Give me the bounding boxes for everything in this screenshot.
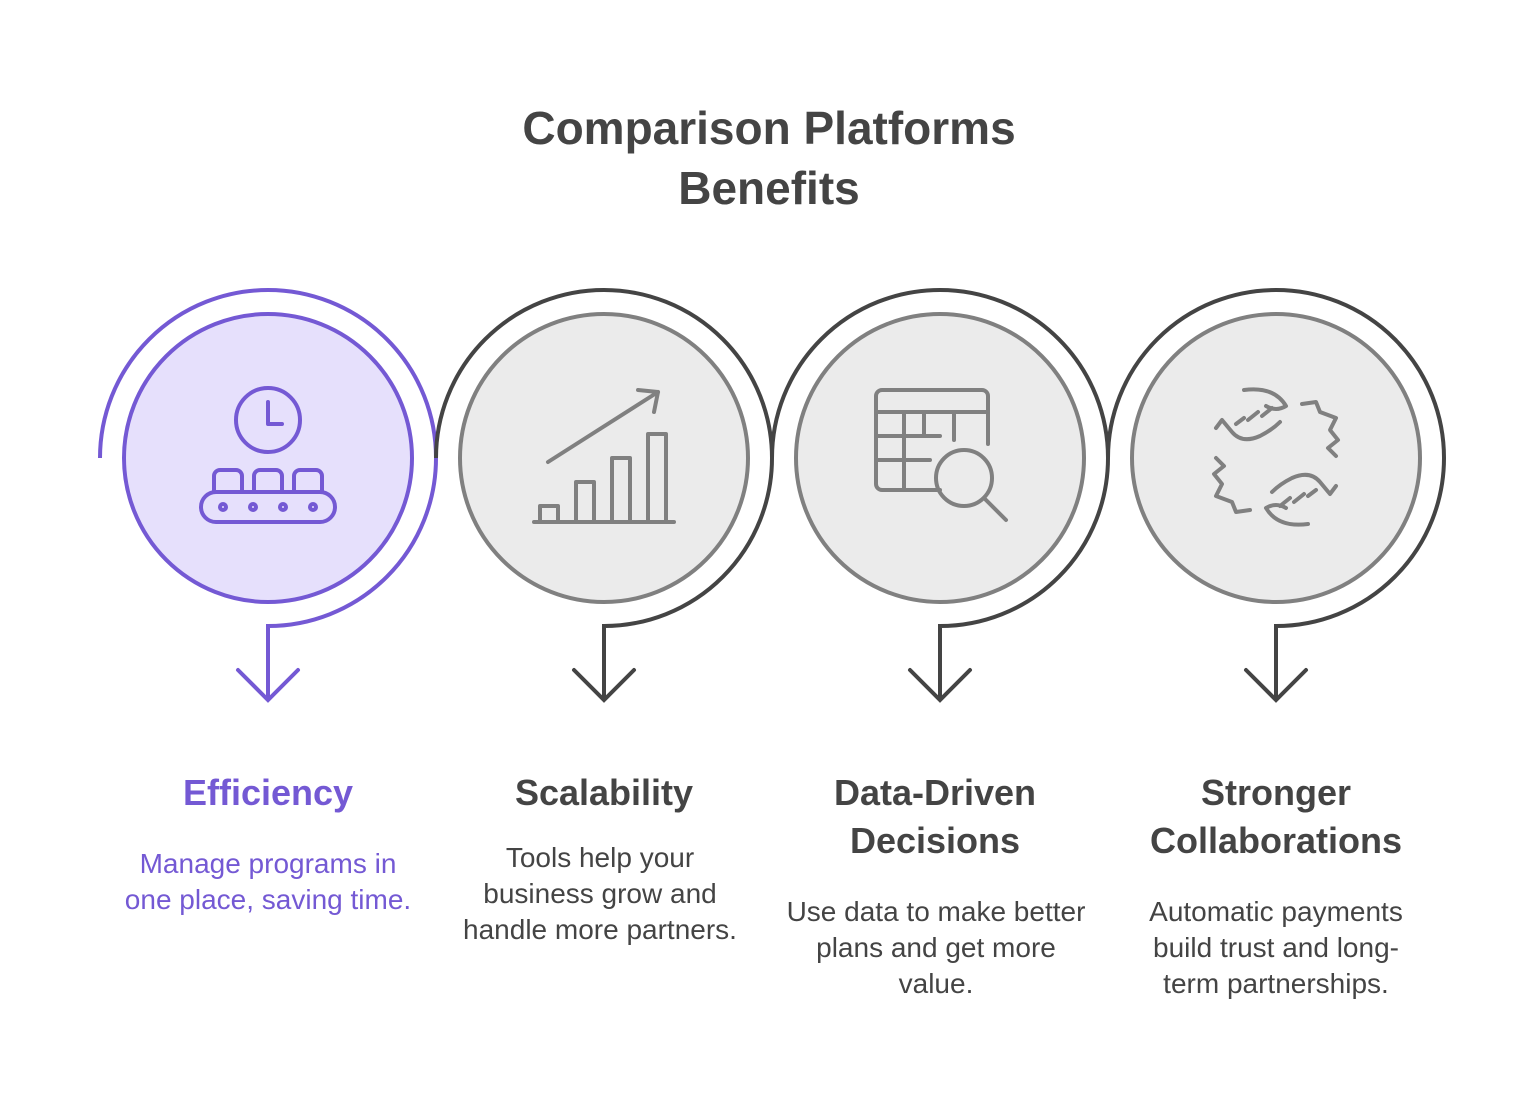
belt-roller <box>278 502 288 512</box>
growth-chart-icon <box>532 388 676 524</box>
step-title-data-driven: Data-Driven Decisions <box>833 772 1037 861</box>
page-title: Comparison Platforms Benefits <box>0 98 1538 218</box>
step-desc-efficiency: Manage programs in one place, saving tim… <box>124 848 412 915</box>
step-desc-scalability: Tools help your business grow and handle… <box>463 842 737 945</box>
table-search-icon <box>874 388 1008 522</box>
clock-face <box>234 386 302 454</box>
belt-roller <box>218 502 228 512</box>
step-desc-data-driven: Use data to make better plans and get mo… <box>786 896 1086 999</box>
conveyor-clock-icon <box>199 386 337 524</box>
magnifier-handle <box>982 496 1008 522</box>
handshake-icon <box>1212 387 1340 527</box>
magnifier-lens <box>934 448 994 508</box>
belt-roller <box>308 502 318 512</box>
arrow-head <box>636 388 660 414</box>
step-circle <box>794 312 1086 604</box>
step-1 <box>98 288 438 703</box>
outer-arc-connector <box>434 288 774 700</box>
step-2 <box>434 288 774 703</box>
bar <box>610 456 632 524</box>
bar <box>538 504 560 524</box>
step-circle <box>122 312 414 604</box>
step-circle <box>1130 312 1422 604</box>
box <box>212 468 244 494</box>
arrow-down-icon <box>908 668 972 703</box>
bar <box>574 480 596 524</box>
step-title-collaborations: Stronger Collaborations <box>1149 772 1403 861</box>
cuff-right <box>1300 400 1340 458</box>
step-desc-collaborations: Automatic payments build trust and long-… <box>1149 896 1403 999</box>
hand-bottom <box>1264 472 1338 527</box>
step-4 <box>1106 288 1446 703</box>
conveyor-belt <box>199 490 337 524</box>
hand-top <box>1214 387 1288 442</box>
arrow-down-icon <box>236 668 300 703</box>
title-line-1: Comparison Platforms <box>522 102 1016 154</box>
step-title-efficiency: Efficiency <box>182 772 354 813</box>
trend-arrow <box>546 390 660 464</box>
step-circle <box>458 312 750 604</box>
box <box>252 468 284 494</box>
step-title-scalability: Scalability <box>514 772 694 813</box>
box <box>292 468 324 494</box>
clock-hands <box>266 400 284 426</box>
cuff-left <box>1212 456 1252 514</box>
outer-arc-connector <box>770 288 1110 700</box>
table-outline <box>874 388 990 492</box>
outer-arc-connector <box>98 288 438 700</box>
outer-arc-connector <box>1106 288 1446 700</box>
belt-roller <box>248 502 258 512</box>
bar <box>646 432 668 524</box>
arrow-down-icon <box>572 668 636 703</box>
title-line-2: Benefits <box>678 162 860 214</box>
step-3 <box>770 288 1110 703</box>
arrow-down-icon <box>1244 668 1308 703</box>
table-grid <box>874 410 990 492</box>
